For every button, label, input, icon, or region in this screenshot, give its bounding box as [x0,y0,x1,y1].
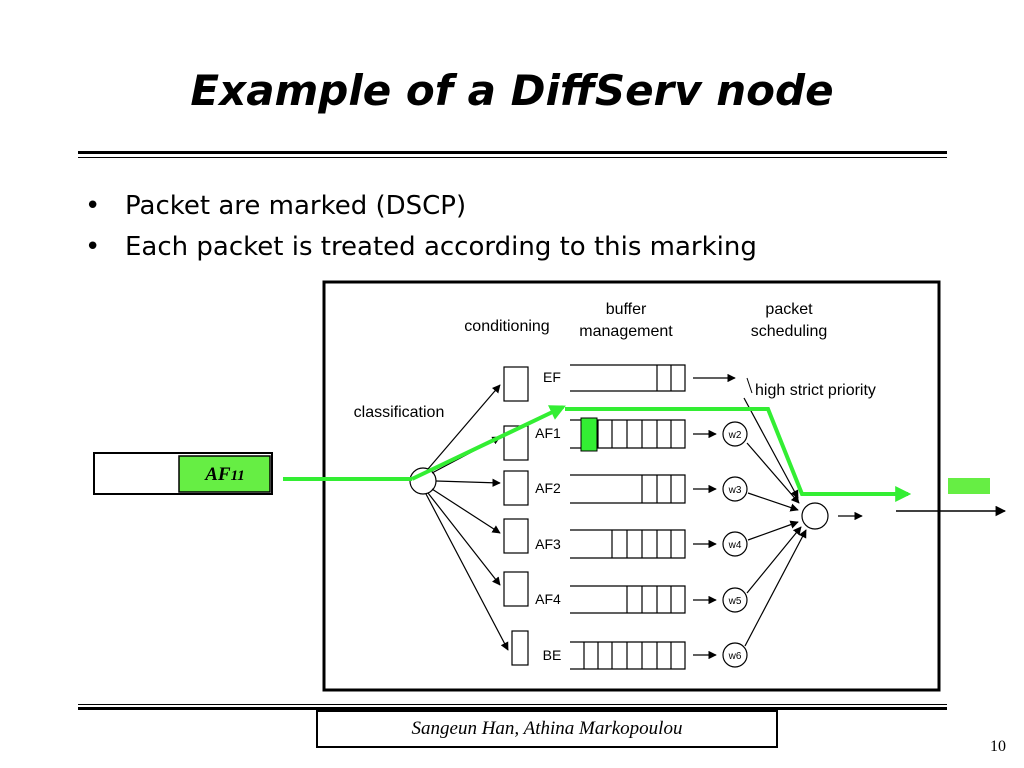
footer-divider-thick [78,707,947,710]
footer-divider-thin [78,704,947,705]
bullet-dot-icon: • [85,191,101,221]
packet-scheduling-label-line2: scheduling [751,323,828,340]
buffer-af4 [570,585,686,614]
buffer-be [570,641,686,670]
buffer-management-label-line1: buffer [606,301,647,318]
buffer-management-label-line2: management [579,323,673,340]
queue-label-af3: AF3 [535,536,561,552]
title-divider-thin [78,157,947,158]
queue-label-be: BE [543,647,562,663]
priority-leader-line [746,377,753,394]
buffer-af2 [570,474,686,504]
weight-label-w4: w4 [728,540,742,551]
scheduler-node [801,502,829,530]
weight-node-w4 [722,531,748,557]
weight-label-w5: w5 [728,596,742,607]
af11-packet-in-buffer [580,417,598,452]
weight-label-w3: w3 [728,485,742,496]
conditioning-label: conditioning [464,318,549,335]
buffer-af3 [570,529,686,559]
queue-label-af1: AF1 [535,425,561,441]
af11-packet-marking [178,455,271,493]
buffer-af1 [570,419,686,449]
weight-node-w2 [722,421,748,447]
scheduler-input-arrows [743,397,807,647]
weight-node-w5 [722,587,748,613]
weight-label-w6: w6 [728,651,742,662]
buffer-output-arrows [693,373,736,660]
bullet-item: • Each packet is treated according to thi… [85,229,757,270]
queue-label-ef: EF [543,369,561,385]
bullet-list: • Packet are marked (DSCP) • Each packet i… [85,188,757,270]
weight-node-w3 [722,476,748,502]
weight-node-w6 [722,642,748,668]
buffer-ef [570,364,686,392]
bullet-text: Packet are marked (DSCP) [125,191,467,221]
bullet-dot-icon: • [85,232,101,262]
queue-label-af2: AF2 [535,480,561,496]
title-divider-thick [78,151,947,154]
bullet-item: • Packet are marked (DSCP) [85,188,757,229]
bullet-text: Each packet is treated according to this… [125,232,757,262]
queue-label-af4: AF4 [535,591,561,607]
conditioner-boxes [503,366,529,666]
high-strict-priority-label: high strict priority [755,382,876,399]
diagram-frame [322,280,941,692]
slide-title: Example of a DiffServ node [190,66,834,115]
output-packet [948,478,990,494]
packet-scheduling-label-line1: packet [765,301,813,318]
af11-label: AF11 [204,464,245,485]
classifier-fanout-arrows [425,384,509,651]
weight-label-w2: w2 [728,430,742,441]
page-number: 10 [990,738,1006,755]
af11-packet-path [283,405,912,502]
classification-label: classification [354,404,445,421]
footer-authors: Sangeun Han, Athina Markopoulou [316,710,778,748]
